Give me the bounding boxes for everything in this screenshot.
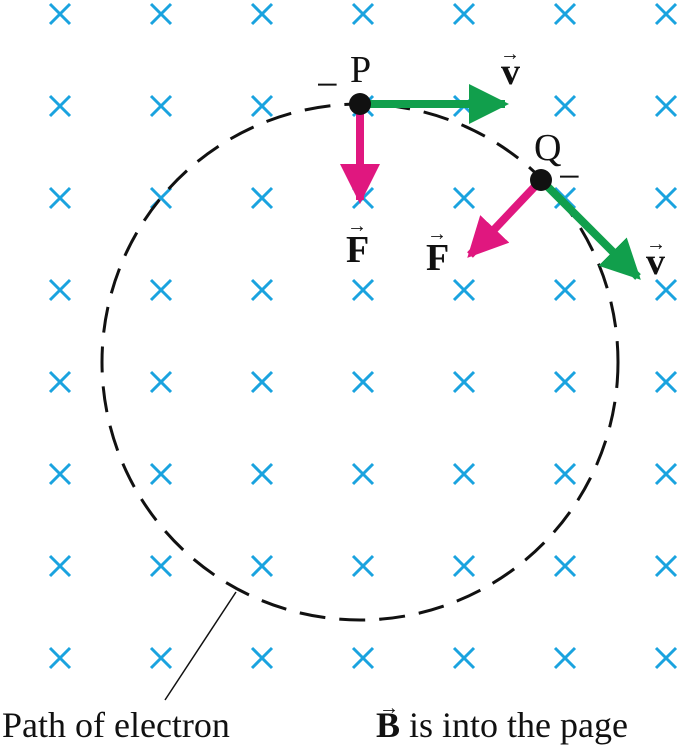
field-cross-icon: [654, 554, 678, 578]
field-cross-icon: [553, 554, 577, 578]
svg-text:B is into the page: B is into the page: [376, 705, 628, 745]
field-cross-icon: [250, 278, 274, 302]
svg-text:→: →: [347, 215, 367, 237]
field-cross-icon: [149, 462, 173, 486]
velocity-arrow-q: [538, 177, 641, 280]
svg-text:F: F: [346, 229, 369, 271]
charge-sign-p: −: [316, 62, 339, 107]
path-pointer-line: [164, 591, 237, 701]
svg-text:→: →: [646, 233, 666, 255]
field-cross-icon: [553, 646, 577, 670]
field-cross-icon: [48, 278, 72, 302]
force-arrow-q: [467, 177, 544, 258]
svg-text:F: F: [426, 237, 449, 279]
field-cross-icon: [48, 94, 72, 118]
field-cross-icon: [48, 370, 72, 394]
svg-text:v: v: [646, 241, 665, 283]
field-cross-icon: [149, 2, 173, 26]
force-label-p: → F: [346, 215, 369, 271]
field-cross-icon: [654, 278, 678, 302]
svg-text:→: →: [500, 43, 520, 65]
field-cross-icon: [250, 554, 274, 578]
field-cross-icon: [553, 278, 577, 302]
field-cross-icon: [149, 554, 173, 578]
field-cross-icon: [553, 94, 577, 118]
field-symbol: B: [376, 705, 400, 745]
svg-text:→: →: [427, 223, 447, 245]
field-cross-icon: [351, 2, 375, 26]
field-cross-icon: [48, 186, 72, 210]
field-caption-text: is into the page: [400, 705, 628, 745]
svg-text:v: v: [501, 51, 520, 93]
field-cross-icon: [149, 94, 173, 118]
field-cross-icon: [452, 186, 476, 210]
electron-dot-p: [349, 93, 371, 115]
point-label-p: P: [350, 49, 371, 91]
field-cross-icon: [452, 462, 476, 486]
force-label-q: → F: [426, 223, 449, 279]
field-arrow-accent: →: [379, 697, 399, 719]
field-cross-icon: [553, 2, 577, 26]
field-cross-icon: [553, 186, 577, 210]
field-cross-icon: [48, 462, 72, 486]
field-cross-icon: [452, 554, 476, 578]
field-cross-icon: [250, 94, 274, 118]
field-cross-icon: [149, 646, 173, 670]
path-caption: Path of electron: [2, 705, 230, 745]
field-cross-icon: [553, 370, 577, 394]
velocity-label-p: → v: [500, 43, 520, 93]
field-cross-icon: [149, 370, 173, 394]
field-cross-icon: [452, 646, 476, 670]
field-caption: → B is into the page: [376, 697, 628, 745]
field-cross-icon: [250, 646, 274, 670]
electron-dot-q: [530, 169, 552, 191]
field-cross-icon: [654, 646, 678, 670]
field-cross-icon: [48, 646, 72, 670]
field-cross-icon: [452, 278, 476, 302]
field-cross-icon: [351, 462, 375, 486]
field-cross-icon: [351, 646, 375, 670]
field-cross-icon: [654, 462, 678, 486]
field-cross-icon: [654, 186, 678, 210]
charge-sign-q: −: [558, 154, 581, 199]
field-cross-icon: [250, 370, 274, 394]
field-cross-icon: [250, 186, 274, 210]
field-cross-icon: [553, 462, 577, 486]
field-cross-icon: [452, 2, 476, 26]
field-cross-icon: [351, 554, 375, 578]
field-cross-icon: [250, 2, 274, 26]
field-cross-icon: [48, 554, 72, 578]
point-label-q: Q: [534, 127, 561, 169]
field-cross-icon: [452, 370, 476, 394]
field-cross-icon: [250, 462, 274, 486]
field-cross-icon: [654, 94, 678, 118]
velocity-label-q: → v: [646, 233, 666, 283]
field-cross-icon: [654, 2, 678, 26]
field-cross-icon: [351, 370, 375, 394]
field-cross-icon: [351, 278, 375, 302]
field-cross-icon: [48, 2, 72, 26]
field-cross-icon: [654, 370, 678, 394]
field-cross-icon: [149, 278, 173, 302]
